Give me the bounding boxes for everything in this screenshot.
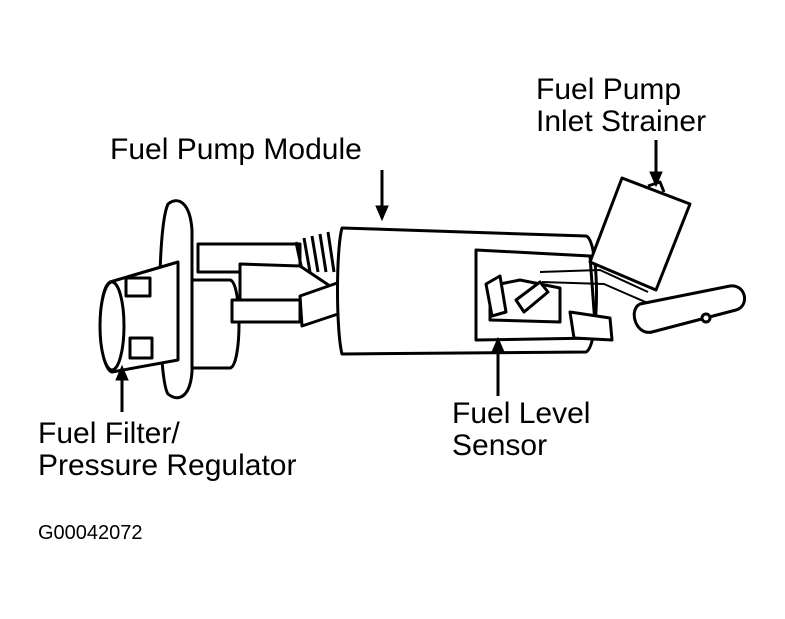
label-inlet-strainer-line-2: Inlet Strainer bbox=[536, 105, 707, 138]
label-level-sensor-line-2: Sensor bbox=[452, 429, 548, 462]
label-inlet-strainer: Fuel Pump Inlet Strainer bbox=[536, 74, 706, 138]
figure-id: G00042072 bbox=[38, 522, 143, 544]
fuel-filter-cap bbox=[98, 280, 126, 372]
label-pump-module-line-1: Fuel Pump Module bbox=[110, 133, 362, 166]
level-float bbox=[632, 284, 746, 334]
label-pump-module: Fuel Pump Module bbox=[110, 134, 362, 166]
label-filter-regulator: Fuel Filter/ Pressure Regulator bbox=[38, 418, 296, 482]
label-filter-regulator-line-2: Pressure Regulator bbox=[38, 449, 297, 482]
arrow-strainer bbox=[649, 140, 663, 188]
arrow-module bbox=[375, 170, 389, 222]
lower-tube bbox=[230, 298, 302, 324]
spring bbox=[294, 231, 336, 273]
arrow-filter bbox=[115, 364, 129, 412]
label-filter-regulator-line-1: Fuel Filter/ bbox=[38, 417, 180, 450]
label-level-sensor-line-1: Fuel Level bbox=[452, 397, 591, 430]
label-inlet-strainer-line-1: Fuel Pump bbox=[536, 73, 682, 106]
inlet-strainer bbox=[588, 176, 692, 292]
label-level-sensor: Fuel Level Sensor bbox=[452, 398, 590, 462]
arrow-sensor bbox=[491, 336, 505, 396]
